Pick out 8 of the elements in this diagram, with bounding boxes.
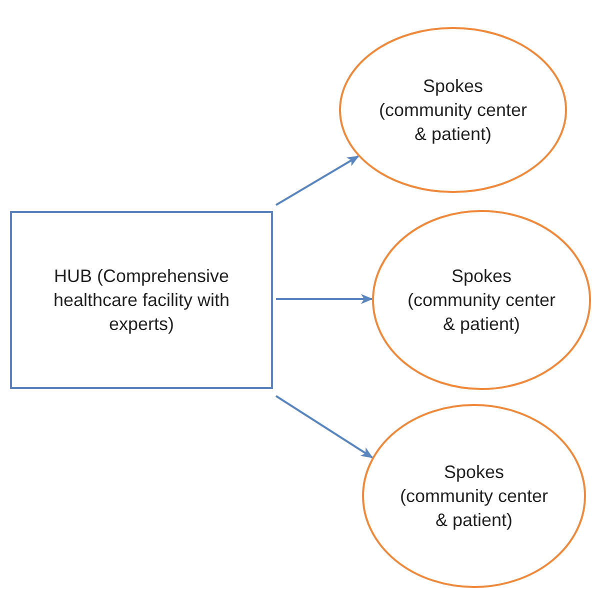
hub-box <box>10 211 273 389</box>
node-text: Spokes (community center & patient) <box>378 75 528 146</box>
arrow <box>275 395 374 458</box>
node-text: HUB (Comprehensive healthcare facility with experts) <box>52 265 231 336</box>
arrow <box>276 294 373 304</box>
node-text: Spokes (community center & patient) <box>399 461 549 532</box>
node-text: Spokes (community center & patient) <box>406 265 556 336</box>
arrow <box>276 155 360 206</box>
